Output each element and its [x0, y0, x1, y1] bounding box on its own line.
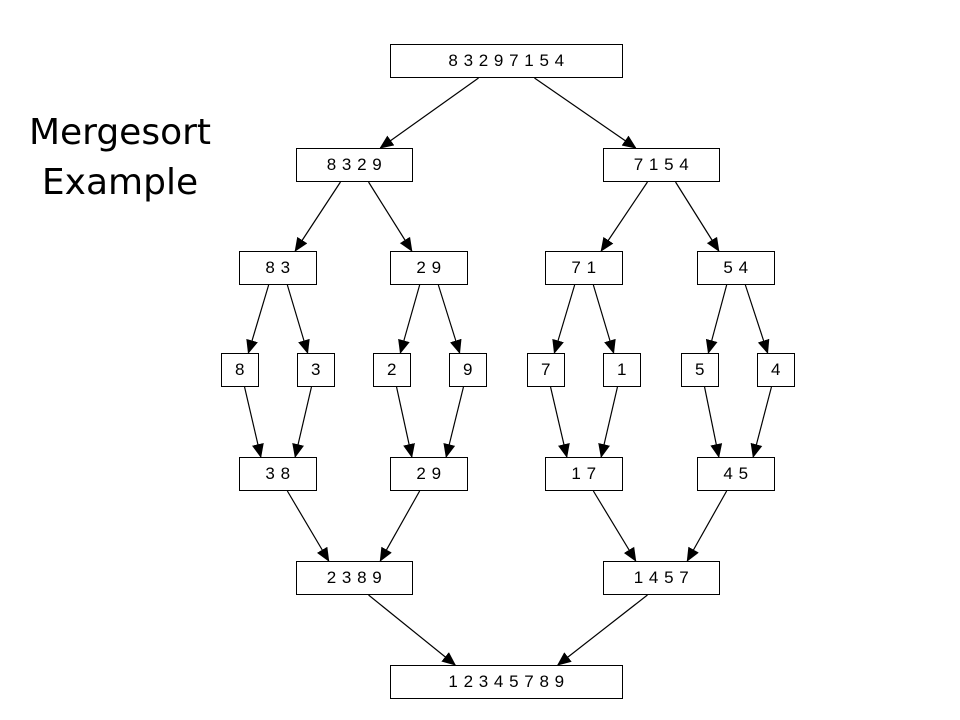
edge-split-rr-to-leaf-8: [744, 284, 770, 354]
edge-leaf-4-to-merge-lr: [443, 386, 465, 458]
edge-leaf-6-to-merge-rl: [598, 386, 619, 458]
title-line-2: Example: [41, 162, 199, 203]
node-leaf-5: 7: [527, 353, 565, 387]
edge-leaf-5-to-merge-rl: [549, 386, 570, 458]
node-split-left-right: 2 9: [390, 251, 468, 285]
node-split-left: 8 3 2 9: [296, 148, 413, 182]
edge-split-rr-to-leaf-7: [705, 284, 728, 354]
edge-merge-lr-to-merge-l: [379, 490, 421, 562]
node-leaf-3: 2: [373, 353, 411, 387]
edge-leaf-1-to-merge-ll: [243, 386, 264, 458]
edge-split-ll-to-leaf-2: [286, 284, 310, 354]
node-split-right-right: 5 4: [697, 251, 775, 285]
node-merge-left-left: 3 8: [239, 457, 317, 491]
node-merge-right-right: 4 5: [697, 457, 775, 491]
edge-split-rl-to-leaf-6: [592, 284, 616, 354]
edge-leaf-2-to-merge-ll: [292, 386, 313, 458]
node-leaf-7: 5: [681, 353, 719, 387]
node-leaf-2: 3: [297, 353, 335, 387]
node-split-right-left: 7 1: [545, 251, 623, 285]
node-merge-right: 1 4 5 7: [603, 561, 720, 595]
edge-split-l-to-split-lr: [368, 181, 413, 252]
edge-merge-r-to-result: [556, 594, 648, 666]
edge-split-lr-to-leaf-3: [398, 284, 421, 354]
edge-split-lr-to-leaf-4: [437, 284, 462, 354]
node-merge-right-left: 1 7: [545, 457, 623, 491]
edge-split-r-to-split-rl: [600, 181, 648, 252]
edge-leaf-3-to-merge-lr: [395, 386, 415, 458]
edge-merge-l-to-result: [368, 594, 457, 666]
edge-merge-rr-to-merge-r: [686, 490, 728, 562]
node-leaf-1: 8: [221, 353, 259, 387]
edge-leaf-7-to-merge-rr: [703, 386, 723, 458]
node-leaf-6: 1: [603, 353, 641, 387]
edge-root-to-split-r: [534, 77, 637, 149]
node-leaf-4: 9: [449, 353, 487, 387]
edge-split-rl-to-leaf-5: [552, 284, 576, 354]
node-merge-left: 2 3 8 9: [296, 561, 413, 595]
node-result: 1 2 3 4 5 7 8 9: [390, 665, 623, 699]
edge-split-ll-to-leaf-1: [246, 284, 270, 354]
node-merge-left-right: 2 9: [390, 457, 468, 491]
edge-split-r-to-split-rr: [675, 181, 720, 252]
title-line-1: Mergesort: [28, 112, 212, 153]
node-split-left-left: 8 3: [239, 251, 317, 285]
node-split-right: 7 1 5 4: [603, 148, 720, 182]
slide-title: Mergesort Example: [24, 108, 216, 208]
edge-root-to-split-l: [379, 77, 479, 149]
edge-merge-rl-to-merge-r: [592, 490, 637, 562]
edge-split-l-to-split-ll: [294, 181, 341, 252]
edge-merge-ll-to-merge-l: [286, 490, 330, 562]
node-leaf-8: 4: [757, 353, 795, 387]
edge-leaf-8-to-merge-rr: [750, 386, 773, 458]
node-root: 8 3 2 9 7 1 5 4: [390, 44, 623, 78]
